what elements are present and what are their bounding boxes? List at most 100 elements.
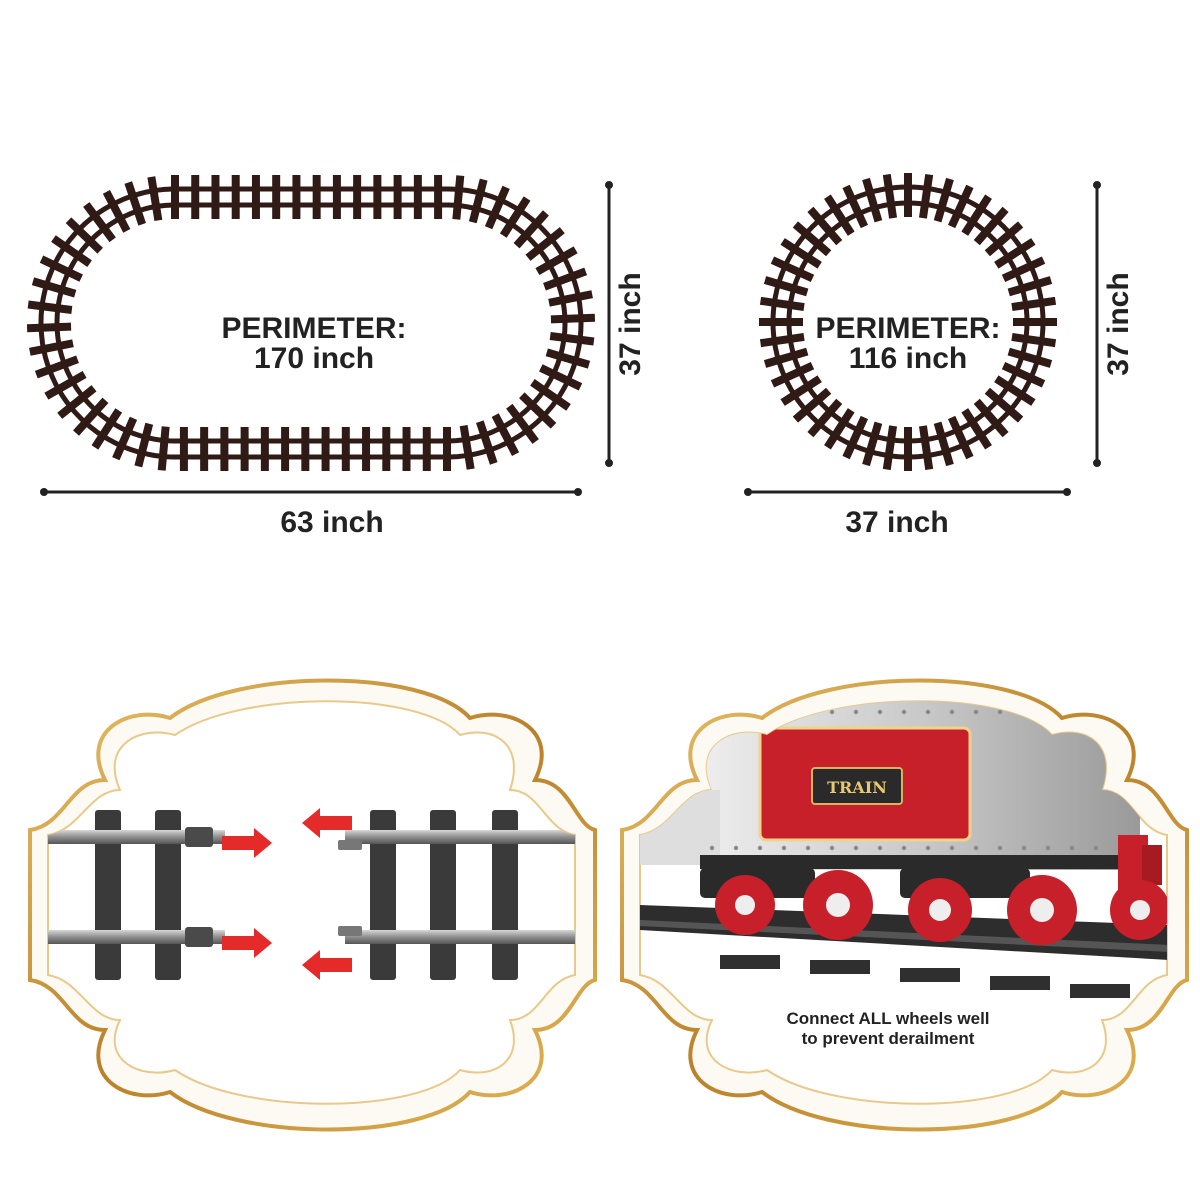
circle-perimeter-value: 116 inch bbox=[849, 342, 967, 375]
track-tie bbox=[918, 425, 934, 471]
track-tie bbox=[763, 347, 809, 368]
rivet bbox=[1021, 845, 1027, 851]
oval-width-dimension bbox=[40, 488, 582, 496]
rivet bbox=[709, 709, 715, 715]
track-tie bbox=[535, 246, 578, 276]
track-tie bbox=[499, 196, 531, 238]
oval-width-label: 63 inch bbox=[280, 506, 383, 539]
train-panel: TRAIN Connect ALL wheels well to prevent… bbox=[620, 678, 1189, 1132]
track-tie bbox=[112, 416, 138, 461]
rivet bbox=[757, 845, 763, 851]
track-tie bbox=[147, 176, 163, 221]
rivet bbox=[853, 709, 859, 715]
rivet bbox=[805, 845, 811, 851]
caption-line-1: Connect ALL wheels well bbox=[786, 1009, 989, 1028]
track-tie bbox=[947, 184, 974, 229]
rivet bbox=[997, 709, 1003, 715]
track-tie bbox=[34, 355, 79, 379]
circle-track bbox=[759, 173, 1057, 471]
oval-perimeter-value: 170 inch bbox=[254, 342, 374, 375]
track-tie bbox=[459, 425, 475, 470]
track-tie bbox=[530, 379, 571, 411]
track-tie bbox=[994, 375, 1036, 406]
track-rail bbox=[770, 184, 1046, 460]
rivet bbox=[1069, 845, 1075, 851]
arrow-left-bottom bbox=[302, 950, 352, 980]
track-tie bbox=[1001, 361, 1046, 388]
rivet bbox=[733, 845, 739, 851]
track-tie bbox=[549, 332, 595, 346]
rivet bbox=[925, 709, 931, 715]
track-tie bbox=[759, 332, 805, 348]
track-rail bbox=[54, 202, 568, 444]
rivet bbox=[949, 709, 955, 715]
track-tie bbox=[27, 300, 73, 314]
track-tie bbox=[484, 185, 510, 230]
track-tie bbox=[961, 194, 992, 236]
rivet bbox=[997, 845, 1003, 851]
arrow-right-top bbox=[222, 828, 272, 858]
track-tie bbox=[1011, 332, 1057, 348]
track-tie bbox=[882, 173, 898, 219]
track-tie bbox=[763, 276, 809, 297]
track-tie bbox=[543, 267, 588, 291]
track-tie bbox=[91, 408, 123, 450]
rivet bbox=[877, 709, 883, 715]
track-tie bbox=[31, 277, 77, 298]
track-tie bbox=[1001, 256, 1046, 283]
track-tie bbox=[513, 210, 549, 249]
right-track-piece bbox=[338, 810, 575, 980]
left-track-piece bbox=[48, 810, 225, 980]
track-tie bbox=[947, 415, 974, 460]
oval-perimeter-label: PERIMETER: bbox=[221, 312, 406, 345]
track-tie bbox=[882, 425, 898, 471]
track-tie bbox=[519, 392, 557, 429]
track-tie bbox=[525, 227, 565, 261]
track-tie bbox=[973, 206, 1009, 246]
circle-perimeter-label: PERIMETER: bbox=[815, 312, 1000, 345]
track-tie bbox=[548, 290, 593, 307]
track-tie bbox=[862, 421, 883, 467]
circle-height-label: 37 inch bbox=[1102, 272, 1135, 375]
track-tie bbox=[26, 322, 72, 333]
rivet bbox=[1093, 845, 1099, 851]
rivet bbox=[829, 709, 835, 715]
rivet bbox=[901, 709, 907, 715]
track-tie bbox=[452, 175, 465, 220]
track-tie bbox=[807, 398, 843, 438]
circle-height-dimension bbox=[1093, 181, 1101, 467]
track-tie bbox=[984, 221, 1024, 257]
rivet bbox=[901, 845, 907, 851]
oval-track bbox=[26, 175, 596, 471]
track-tie bbox=[824, 408, 855, 450]
track-rail bbox=[786, 200, 1030, 444]
track-tie bbox=[65, 217, 103, 254]
track-tie bbox=[57, 385, 97, 419]
track-tie bbox=[933, 177, 954, 223]
rivet bbox=[829, 845, 835, 851]
track-tie bbox=[124, 181, 146, 226]
track-tie bbox=[39, 255, 83, 282]
rivet bbox=[973, 845, 979, 851]
track-tie bbox=[545, 348, 591, 369]
track-tie bbox=[1007, 276, 1053, 297]
track-tie bbox=[933, 421, 954, 467]
train-wheels bbox=[700, 868, 1167, 945]
track-rail bbox=[38, 186, 584, 460]
track-tie bbox=[984, 387, 1024, 423]
track-tie bbox=[51, 235, 92, 267]
track-connection-panel bbox=[28, 678, 597, 1132]
track-tie bbox=[1007, 347, 1053, 368]
rivet bbox=[949, 845, 955, 851]
caption-line-2: to prevent derailment bbox=[802, 1029, 975, 1048]
track-tie bbox=[134, 422, 154, 468]
track-tie bbox=[807, 206, 843, 246]
track-tie bbox=[73, 397, 109, 436]
track-tie bbox=[862, 177, 883, 223]
track-tie bbox=[973, 398, 1009, 438]
track-tie bbox=[780, 238, 822, 269]
track-tie bbox=[102, 189, 131, 233]
rivet bbox=[925, 845, 931, 851]
track-tie bbox=[842, 184, 869, 229]
track-tie bbox=[29, 339, 74, 356]
